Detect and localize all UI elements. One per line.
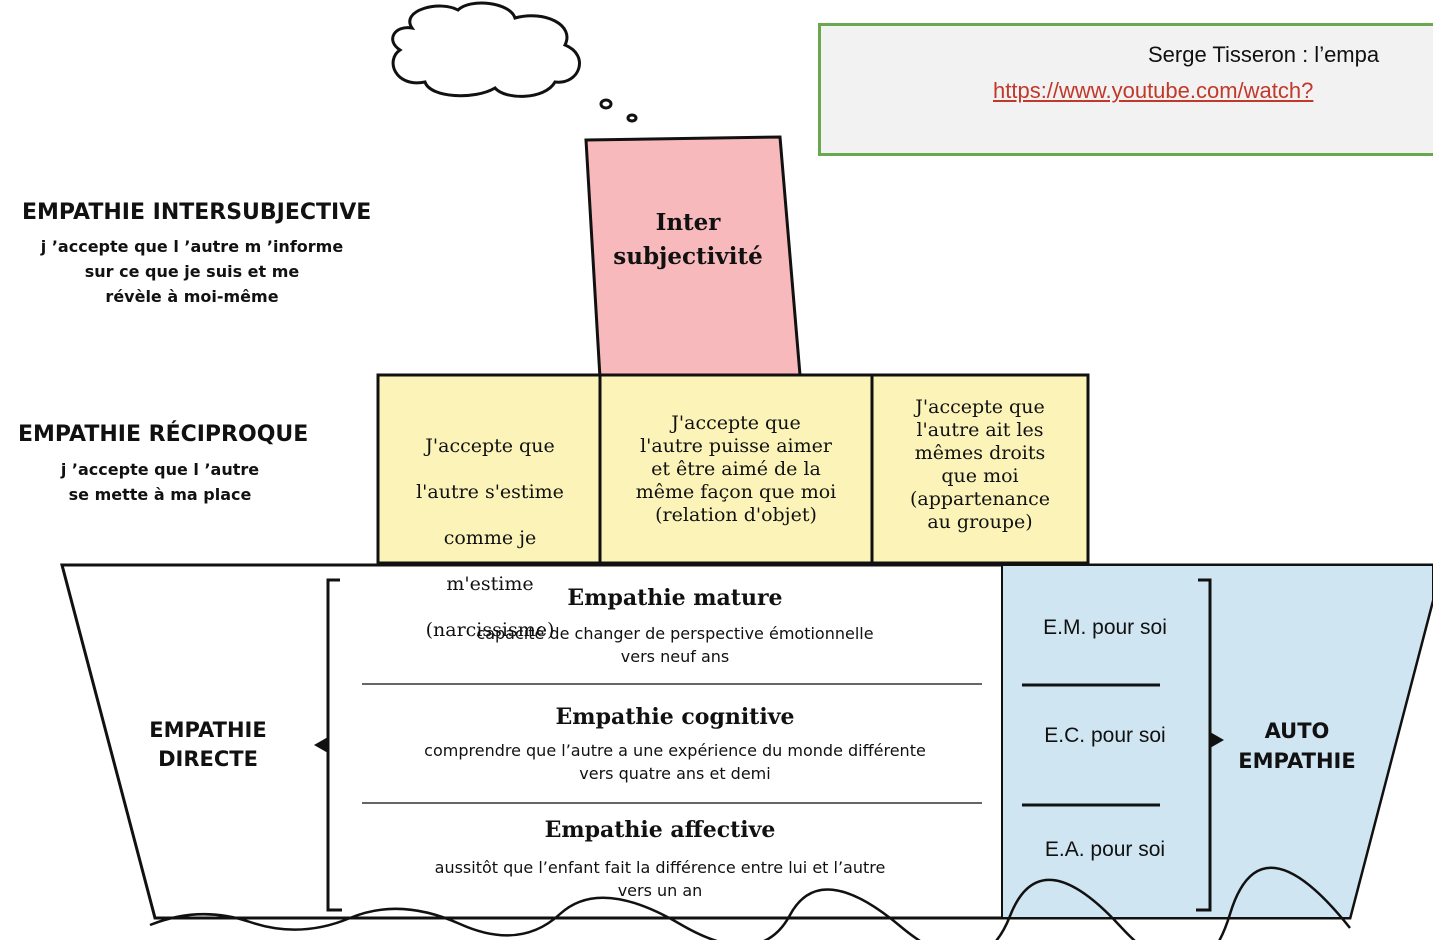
level-age: vers quatre ans et demi [579,764,771,783]
thought-bubble-small [599,98,613,110]
reciproque-line: j ’accepte que l ’autre [60,460,260,479]
cabin-line: et être aimé de la [651,458,821,480]
cabin-line: (relation d'objet) [655,504,817,526]
intersubjective-line: révèle à moi-même [105,287,279,306]
reference-title: Serge Tisseron : l’empa [1148,42,1380,67]
self-mature: E.M. pour soi [1043,616,1167,639]
cabin-line: au groupe) [927,511,1033,533]
level-desc: comprendre que l’autre a une expérience … [424,741,926,760]
thought-cloud [391,1,581,98]
water-waves [149,866,1351,940]
reciproque-line: se mette à ma place [68,485,252,504]
reference-box: Serge Tisseron : l’empa https://www.yout… [818,23,1433,156]
cabin-1 [376,373,602,565]
cabin-3 [870,373,1090,565]
level-affective: Empathie affective aussitôt que l’enfant… [340,816,980,902]
cabin-2-text: J'accepte que l'autre puisse aimer et êt… [603,412,869,527]
reciproque-heading: EMPATHIE RÉCIPROQUE [18,422,309,447]
cabin-2 [598,373,874,565]
level-desc: capacité de changer de perspective émoti… [476,624,874,643]
cabin-line: (appartenance [909,488,1051,510]
intersubjective-heading: EMPATHIE INTERSUBJECTIVE [22,200,372,225]
self-affective: E.A. pour soi [1044,838,1166,861]
level-cognitive: Empathie cognitive comprendre que l’autr… [355,703,995,785]
level-mature: Empathie mature capacité de changer de p… [355,584,995,668]
level-age: vers un an [617,881,703,900]
cabin-line: l'autre puisse aimer [640,435,832,457]
cabin-line: J'accepte que [915,396,1045,418]
cabin-1-text: J'accepte que l'autre s'estime comme je … [385,412,595,665]
cabin-line: l'autre ait les [916,419,1044,441]
cabin-line: mêmes droits [914,442,1046,464]
thought-bubble-tiny [626,113,638,123]
level-age: vers neuf ans [620,647,730,666]
chimney-line-2: subjectivité [613,243,763,270]
intersubjective-line: j ’accepte que l ’autre m ’informe [40,237,344,256]
cabin-line: même façon que moi [635,481,837,503]
cabin-line: J'accepte que [671,412,801,434]
cabin-line: m'estime [446,573,534,595]
intersubjective-description: j ’accepte que l ’autre m ’informe sur c… [22,234,362,309]
cabin-line: J'accepte que [425,435,555,457]
directe-line-1: EMPATHIE [149,718,267,742]
intersubjective-line: sur ce que je suis et me [84,262,300,281]
auto-line-1: AUTO [1264,719,1330,743]
right-arrowhead [1210,732,1224,748]
cabin-line: comme je [443,527,537,549]
auto-line-2: EMPATHIE [1238,749,1356,773]
directe-line-2: DIRECTE [158,747,258,771]
reference-link[interactable]: https://www.youtube.com/watch? [993,78,1314,103]
cabin-line: que moi [941,465,1019,487]
reciproque-description: j ’accepte que l ’autre se mette à ma pl… [30,457,290,507]
chimney-label: Inter subjectivité [598,206,778,274]
left-arrowhead [314,737,328,753]
cabin-line: (narcissisme) [425,619,555,641]
level-desc: aussitôt que l’enfant fait la différence… [434,858,886,877]
directe-label: EMPATHIE DIRECTE [128,716,288,774]
level-title: Empathie mature [567,585,783,611]
self-cognitive: E.C. pour soi [1044,724,1166,747]
level-title: Empathie affective [544,817,776,843]
auto-empathy-label: AUTO EMPATHIE [1222,716,1372,776]
level-title: Empathie cognitive [555,704,795,730]
cabin-line: l'autre s'estime [416,481,564,503]
cabin-3-text: J'accepte que l'autre ait les mêmes droi… [875,396,1085,534]
chimney-line-1: Inter [655,209,721,236]
